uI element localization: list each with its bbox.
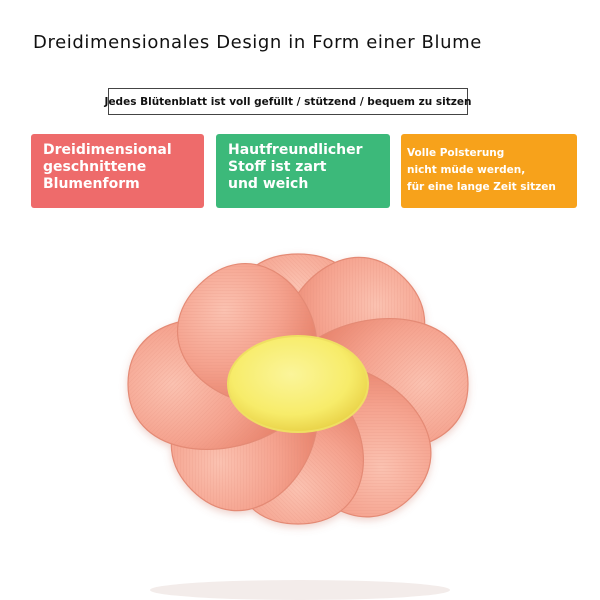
feature-card-fabric: Hautfreundlicher Stoff ist zart und weic… (216, 134, 390, 208)
feature-card-text: Hautfreundlicher Stoff ist zart und weic… (228, 142, 363, 192)
flower-cushion-image (127, 253, 469, 600)
shadow-reflection (150, 580, 450, 600)
feature-card-shape: Dreidimensional geschnittene Blumenform (31, 134, 204, 208)
flower-center (227, 335, 369, 433)
subtitle-banner: Jedes Blütenblatt ist voll gefüllt / stü… (105, 88, 471, 115)
page-title: Dreidimensionales Design in Form einer B… (33, 32, 482, 53)
feature-card-text: Volle Polsterung nicht müde werden, für … (407, 147, 556, 193)
feature-card-text: Dreidimensional geschnittene Blumenform (43, 142, 172, 192)
feature-card-padding: Volle Polsterung nicht müde werden, für … (401, 134, 577, 208)
subtitle-text: Jedes Blütenblatt ist voll gefüllt / stü… (104, 95, 472, 108)
